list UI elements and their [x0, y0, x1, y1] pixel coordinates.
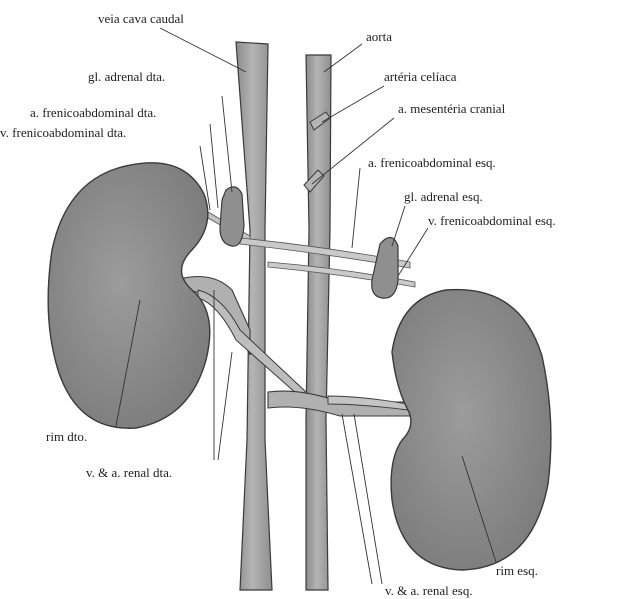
aorta-shape — [306, 55, 331, 590]
label-v-a-renal-esq: v. & a. renal esq. — [385, 584, 473, 597]
label-veia-cava-caudal: veia cava caudal — [98, 12, 184, 25]
label-a-mesenteria-cranial: a. mesentéria cranial — [398, 102, 505, 115]
label-a-frenicoabdominal-esq: a. frenicoabdominal esq. — [368, 156, 496, 169]
label-gl-adrenal-dta: gl. adrenal dta. — [88, 70, 165, 83]
rim-dto-shape — [48, 163, 210, 428]
label-v-frenicoabdominal-esq: v. frenicoabdominal esq. — [428, 214, 556, 227]
label-rim-dto: rim dto. — [46, 430, 87, 443]
label-arteria-celiaca: artéria celíaca — [384, 70, 457, 83]
gl-adrenal-dta-shape — [220, 187, 244, 246]
label-a-frenicoabdominal-dta: a. frenicoabdominal dta. — [30, 106, 156, 119]
rim-esq-shape — [391, 290, 551, 570]
label-v-a-renal-dta: v. & a. renal dta. — [86, 466, 172, 479]
label-v-frenicoabdominal-dta: v. frenicoabdominal dta. — [0, 126, 126, 139]
gl-adrenal-esq-shape — [372, 237, 398, 298]
label-aorta: aorta — [366, 30, 392, 43]
label-rim-esq: rim esq. — [496, 564, 538, 577]
label-gl-adrenal-esq: gl. adrenal esq. — [404, 190, 483, 203]
